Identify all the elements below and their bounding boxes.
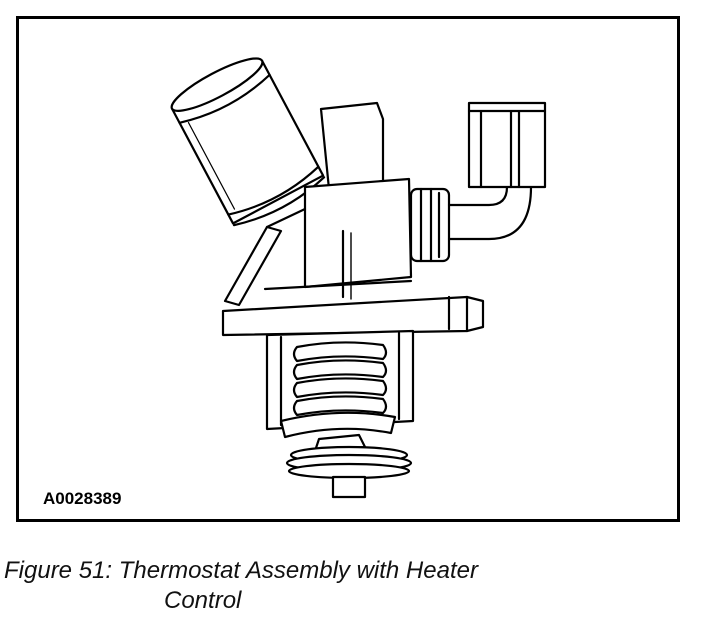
heater-control-connector (409, 101, 547, 263)
valve-disc (279, 411, 397, 439)
thermostat-spring (292, 341, 388, 417)
base-flange (221, 295, 469, 337)
figure-caption: Figure 51: Thermostat Assembly with Heat… (4, 556, 684, 616)
main-body (303, 177, 413, 289)
caption-line-1: Figure 51: Thermostat Assembly with Heat… (4, 557, 478, 584)
rear-housing (319, 101, 385, 191)
support-brace (223, 225, 283, 307)
figure-frame: A0028389 (16, 16, 680, 522)
figure-id: A0028389 (43, 489, 122, 508)
caption-line-2: Control (164, 587, 242, 614)
hose-outlet (170, 57, 326, 227)
bellows (285, 433, 413, 499)
thermostat-assembly-drawing (170, 57, 547, 499)
